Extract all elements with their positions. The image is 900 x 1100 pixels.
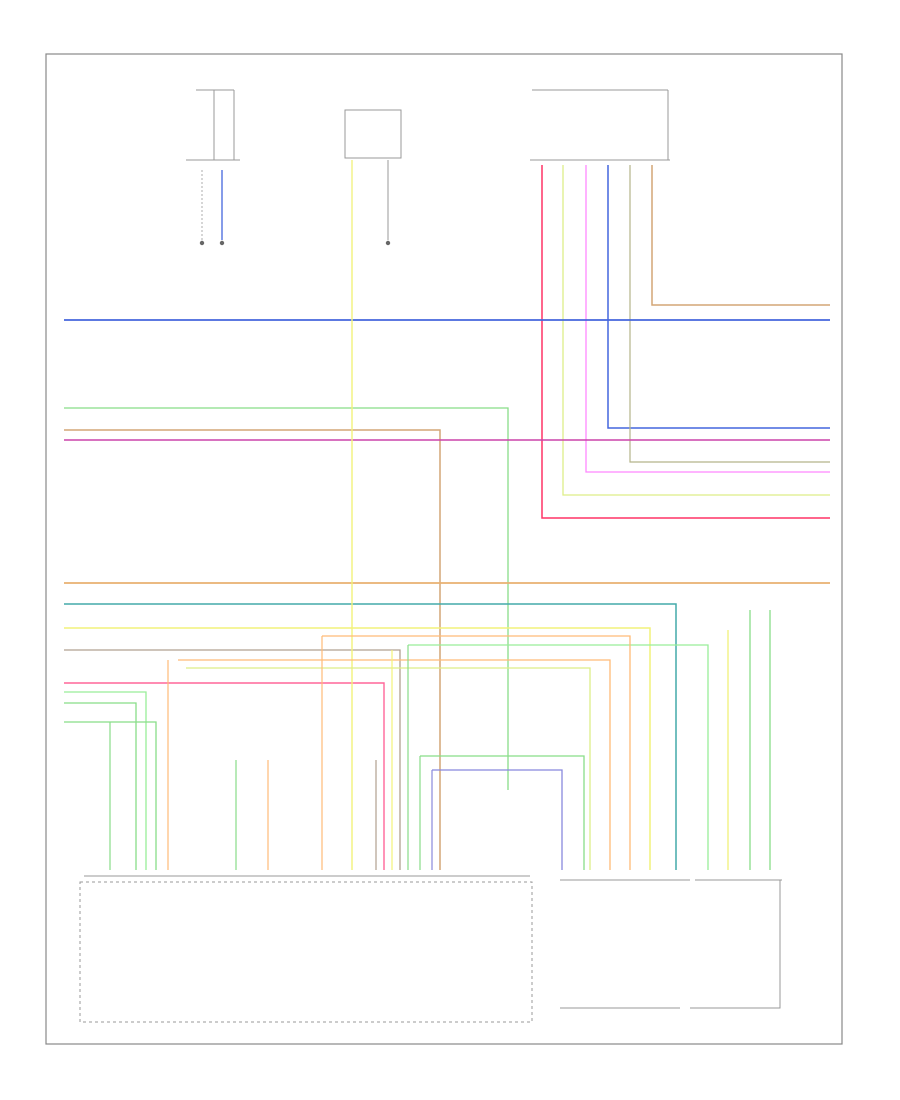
top-center-connector [344,109,402,246]
oxy2-outline [690,880,781,1009]
top-left-connector [186,89,240,246]
pcm-drops [109,636,433,870]
right-side-wires [178,610,771,870]
horizontal-wires [64,319,830,870]
top-right-connector [530,89,670,161]
diagram-border [45,53,843,1045]
top-right-wires [541,165,830,519]
pcm-module-box [79,881,533,1023]
